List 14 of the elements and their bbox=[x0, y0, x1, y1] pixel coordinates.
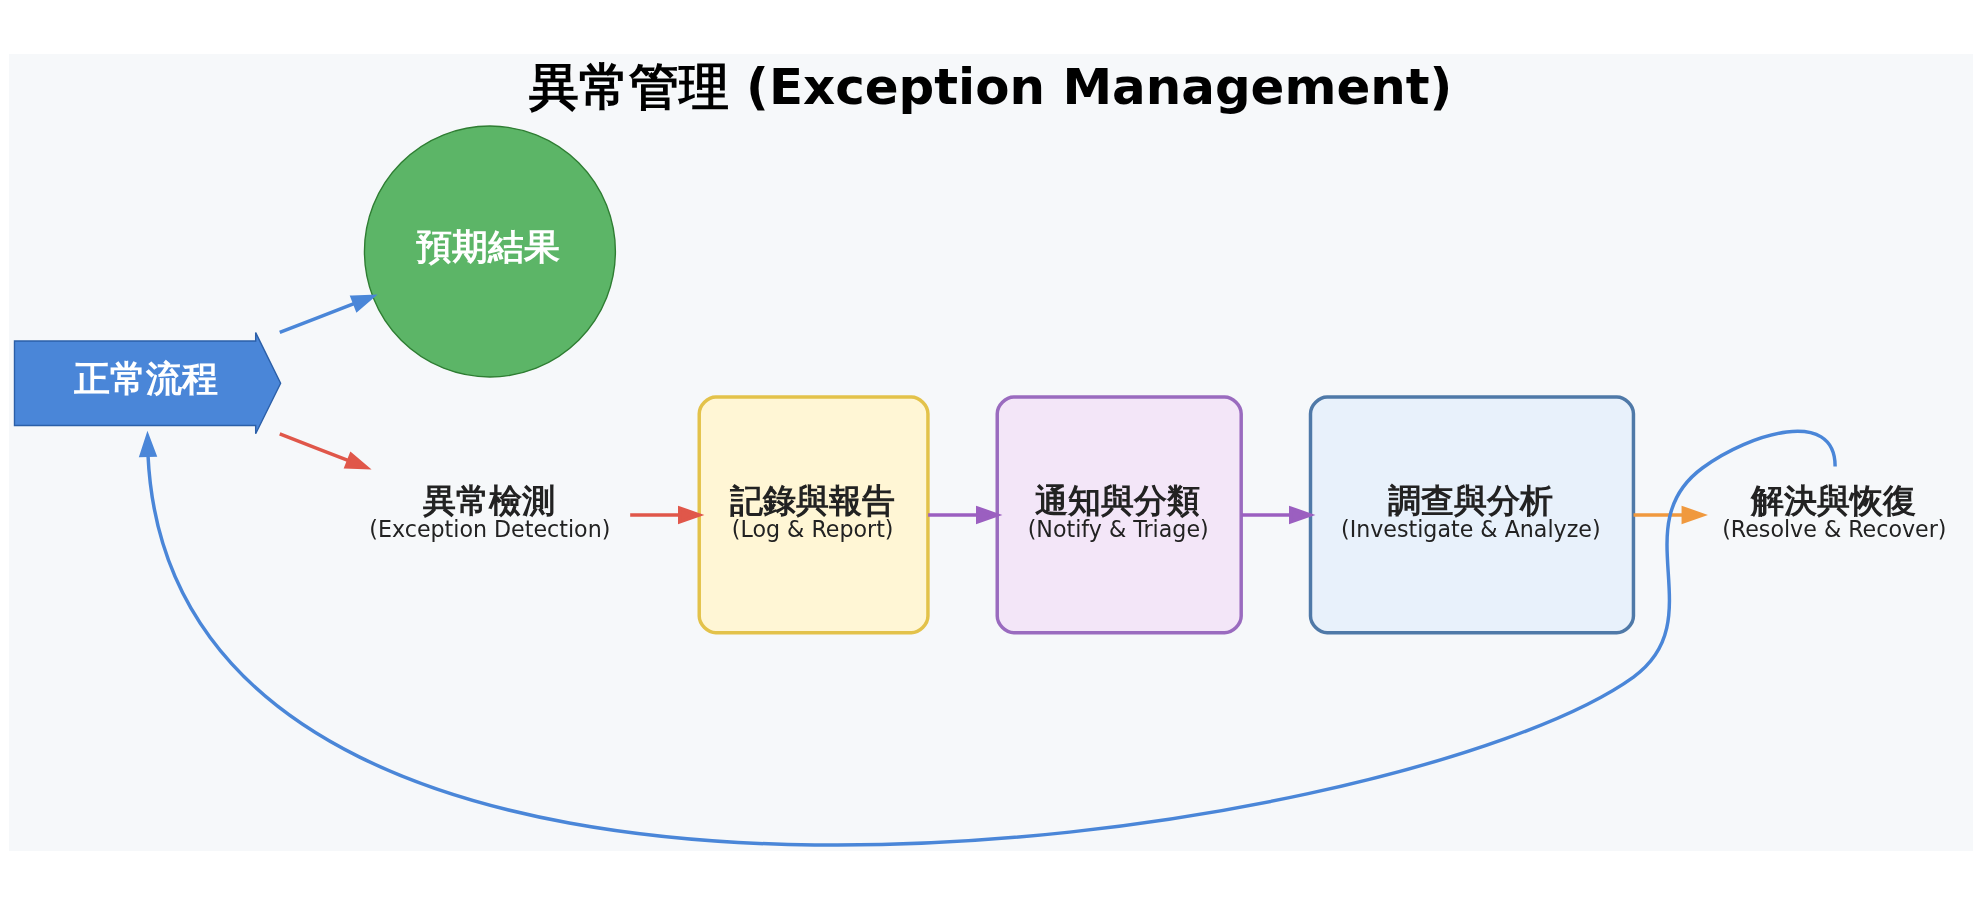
arrow bbox=[928, 505, 1003, 524]
arrow bbox=[1633, 505, 1708, 524]
arrow bbox=[279, 294, 378, 334]
node-box: 通知與分類 (Notify & Triage) bbox=[995, 394, 1243, 634]
arrow bbox=[1241, 505, 1316, 524]
arrow bbox=[138, 429, 1837, 847]
node-box: 調查與分析 (Investigate & Analyze) bbox=[1308, 394, 1636, 634]
arrow bbox=[630, 505, 705, 524]
node-text: 解決與恢復 (Resolve & Recover) bbox=[1722, 480, 1947, 542]
node-text: 異常檢測 (Exception Detection) bbox=[369, 480, 611, 542]
node-box: 記錄與報告 (Log & Report) bbox=[697, 394, 930, 634]
diagram-title: 異常管理 (Exception Management) bbox=[528, 57, 1453, 116]
arrow bbox=[279, 431, 372, 470]
node-circle: 預期結果 bbox=[363, 124, 617, 378]
